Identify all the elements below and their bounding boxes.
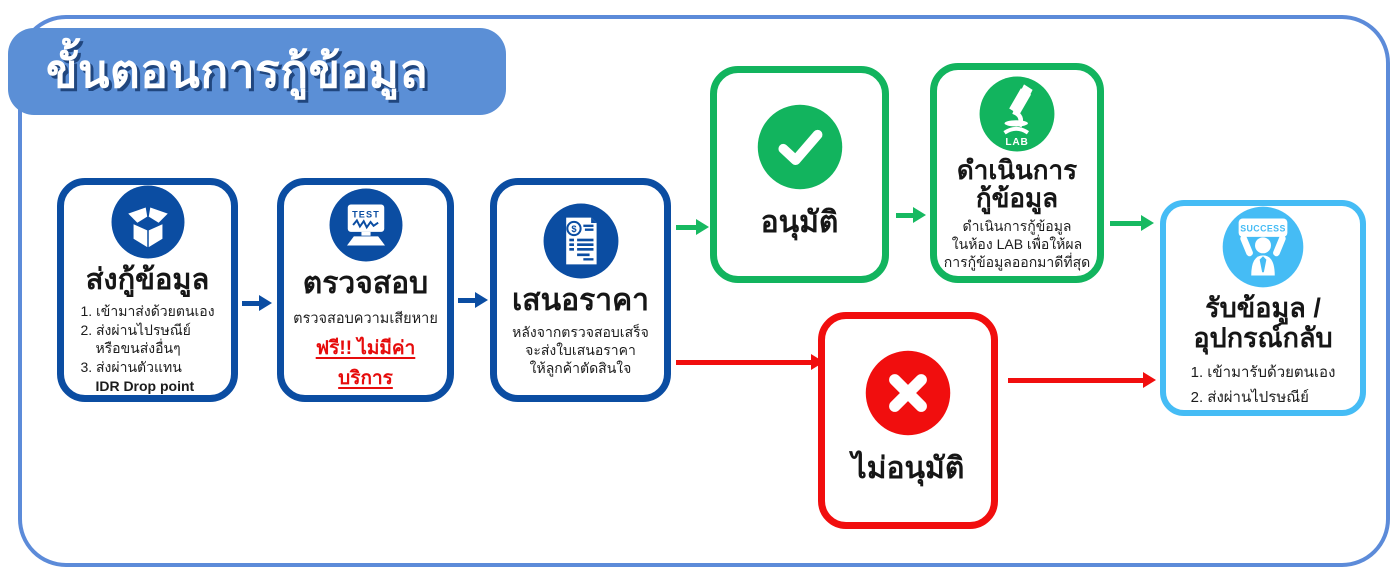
desc-line: ในห้อง LAB เพื่อให้ผล [951,235,1083,252]
lab-icon-label: LAB [1005,137,1028,148]
title-line: รับข้อมูล / [1205,293,1321,324]
success-icon-label: SUCCESS [1240,223,1286,233]
cross-icon [864,349,952,437]
desc-line: ดำเนินการกู้ข้อมูล [962,217,1072,234]
list-item: หรือขนส่งอื่นๆ [95,340,181,357]
step-recover-box: LAB ดำเนินการ กู้ข้อมูล ดำเนินการกู้ข้อม… [930,63,1104,283]
approve-label: อนุมัติ [760,206,839,239]
step-check-box: TEST ตรวจสอบ ตรวจสอบความเสียหาย ฟรี!! ไม… [277,178,454,402]
arrow-recover-to-receive [1110,214,1154,232]
page-title: ขั้นตอนการกู้ข้อมูล [46,45,429,97]
step-check-title: ตรวจสอบ [302,267,429,301]
title-line: ดำเนินการ [956,154,1078,185]
test-monitor-icon: TEST [328,187,404,263]
reject-label: ไม่อนุมัติ [851,452,965,485]
success-person-icon: SUCCESS [1221,205,1305,289]
package-icon [110,184,186,260]
title-banner: ขั้นตอนการกู้ข้อมูล [8,28,506,115]
arrow-check-to-quote [458,291,488,309]
list-item: 2. ส่งผ่านไปรษณีย์ [1190,389,1309,407]
arrow-send-to-check [242,294,272,312]
step-recover-desc: ดำเนินการกู้ข้อมูล ในห้อง LAB เพื่อให้ผล… [944,217,1090,272]
step-receive-list: 1. เข้ามารับด้วยตนเอง 2. ส่งผ่านไปรษณีย์ [1191,361,1336,411]
title-line: กู้ข้อมูล [975,182,1059,213]
arrow-quote-to-reject [676,353,824,371]
arrow-quote-to-approve [676,218,709,236]
desc-line: หลังจากตรวจสอบเสร็จ [512,324,649,341]
list-item: 1. เข้ามาส่งด้วยตนเอง [80,302,215,319]
desc-line: การกู้ข้อมูลออกมาดีที่สุด [943,254,1091,271]
approve-box: อนุมัติ [710,66,889,283]
title-line: อุปกรณ์กลับ [1193,323,1333,354]
microscope-lab-icon: LAB [978,75,1056,153]
step-send-title: ส่งกู้ข้อมูล [85,264,210,297]
step-send-box: ส่งกู้ข้อมูล 1. เข้ามาส่งด้วยตนเอง 2. ส่… [57,178,238,402]
list-item: 3. ส่งผ่านตัวแทน [80,359,182,376]
checkmark-icon [756,103,844,191]
reject-box: ไม่อนุมัติ [818,312,998,529]
step-quote-box: $ เสนอราคา หลังจากตรวจสอบเสร็จ จะส่งใบเส… [490,178,671,402]
step-send-list: 1. เข้ามาส่งด้วยตนเอง 2. ส่งผ่านไปรษณีย์… [80,302,214,396]
test-icon-label: TEST [352,210,380,220]
step-check-desc: ตรวจสอบความเสียหาย [293,310,438,327]
desc-line: จะส่งใบเสนอราคา [525,342,636,359]
free-service-highlight: ฟรี!! ไม่มีค่าบริการ [315,337,416,389]
arrow-reject-to-receive [1008,371,1156,389]
invoice-icon: $ [542,202,620,280]
step-recover-title: ดำเนินการ กู้ข้อมูล [957,156,1077,212]
arrow-approve-to-recover [896,206,926,224]
step-receive-box: SUCCESS รับข้อมูล / อุปกรณ์กลับ 1. เข้าม… [1160,200,1366,416]
list-item: 1. เข้ามารับด้วยตนเอง [1190,364,1336,382]
desc-line: ให้ลูกค้าตัดสินใจ [529,360,632,377]
svg-text:$: $ [571,224,577,234]
list-item: IDR Drop point [95,377,195,394]
list-item: 2. ส่งผ่านไปรษณีย์ [80,321,191,338]
step-quote-title: เสนอราคา [512,284,649,318]
step-quote-desc: หลังจากตรวจสอบเสร็จ จะส่งใบเสนอราคา ให้ล… [512,323,649,378]
step-receive-title: รับข้อมูล / อุปกรณ์กลับ [1193,293,1332,353]
